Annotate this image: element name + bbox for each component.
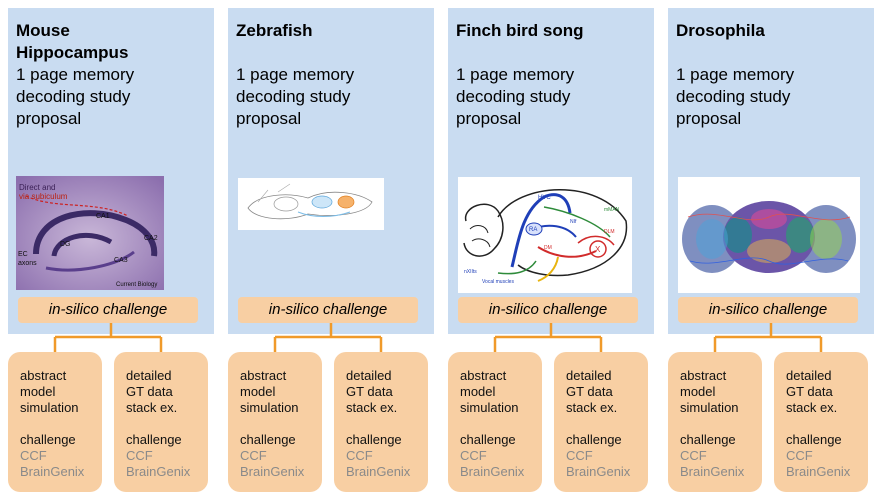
box-main-lines: detailed GT data stack ex. bbox=[126, 368, 178, 415]
in-silico-challenge-box: in-silico challenge bbox=[18, 297, 198, 323]
box-challenge-label: challenge bbox=[566, 432, 622, 447]
panel-finch-bird-song: Finch bird song 1 page memory decoding s… bbox=[448, 8, 654, 334]
hippocampus-histology-image: Direct and via subiculum CA1 CA2 DG EC a… bbox=[16, 176, 164, 290]
abstract-model-box: abstract model simulation challenge CCF … bbox=[448, 352, 542, 492]
panel-description: 1 page memory decoding study proposal bbox=[236, 65, 355, 128]
hippo-label-direct: Direct and bbox=[19, 183, 55, 192]
box-challenge-label: challenge bbox=[240, 432, 296, 447]
connector-finch bbox=[493, 323, 603, 353]
panel-description: 1 page memory decoding study proposal bbox=[16, 65, 135, 128]
panel-description: 1 page memory decoding study proposal bbox=[456, 65, 575, 128]
detailed-gt-box: detailed GT data stack ex. challenge CCF… bbox=[334, 352, 428, 492]
hippo-label-ca3: CA3 bbox=[114, 257, 128, 264]
zebrafish-brain-diagram-image bbox=[238, 178, 384, 230]
connector-group bbox=[53, 323, 823, 353]
hippo-label-journal: Current Biology bbox=[116, 282, 157, 288]
panel-mouse-hippocampus: Mouse Hippocampus 1 page memory decoding… bbox=[8, 8, 214, 334]
box-main-lines: abstract model simulation bbox=[680, 368, 739, 415]
bird-label-nif: NIf bbox=[570, 219, 577, 225]
hippo-label-ec: EC bbox=[18, 251, 28, 258]
songbird-brain-circuit-image: HVC RA NIf mMAN DLM X DM nXIIts Vocal mu… bbox=[458, 177, 632, 293]
detailed-gt-box: detailed GT data stack ex. challenge CCF… bbox=[114, 352, 208, 492]
box-main-lines: detailed GT data stack ex. bbox=[346, 368, 398, 415]
hippo-label-subiculum: via subiculum bbox=[19, 192, 68, 201]
box-braingenix-label: BrainGenix bbox=[20, 464, 85, 479]
box-main-lines: abstract model simulation bbox=[460, 368, 519, 415]
box-braingenix-label: BrainGenix bbox=[460, 464, 525, 479]
panel-title: Finch bird song bbox=[456, 21, 584, 40]
panel-description: 1 page memory decoding study proposal bbox=[676, 65, 795, 128]
in-silico-challenge-box: in-silico challenge bbox=[458, 297, 638, 323]
zebrafish-svg bbox=[238, 178, 384, 230]
box-braingenix-label: BrainGenix bbox=[240, 464, 305, 479]
panel-drosophila: Drosophila 1 page memory decoding study … bbox=[668, 8, 874, 334]
connector-zebrafish bbox=[273, 323, 383, 353]
box-ccf-label: CCF bbox=[240, 448, 267, 463]
box-main-lines: detailed GT data stack ex. bbox=[786, 368, 838, 415]
box-ccf-label: CCF bbox=[786, 448, 813, 463]
box-ccf-label: CCF bbox=[566, 448, 593, 463]
box-challenge-label: challenge bbox=[786, 432, 842, 447]
box-braingenix-label: BrainGenix bbox=[346, 464, 411, 479]
bird-label-hvc: HVC bbox=[538, 195, 551, 201]
bird-label-dlm: DLM bbox=[604, 229, 615, 235]
abstract-model-box: abstract model simulation challenge CCF … bbox=[228, 352, 322, 492]
box-main-lines: abstract model simulation bbox=[240, 368, 299, 415]
box-braingenix-label: BrainGenix bbox=[680, 464, 745, 479]
bird-label-ra: RA bbox=[529, 227, 537, 233]
box-main-lines: abstract model simulation bbox=[20, 368, 79, 415]
detailed-gt-box: detailed GT data stack ex. challenge CCF… bbox=[774, 352, 868, 492]
box-challenge-label: challenge bbox=[20, 432, 76, 447]
panel-title: Drosophila bbox=[676, 21, 765, 40]
panel-zebrafish: Zebrafish 1 page memory decoding study p… bbox=[228, 8, 434, 334]
box-challenge-label: challenge bbox=[460, 432, 516, 447]
drosophila-svg bbox=[678, 177, 860, 293]
connector-lines bbox=[53, 323, 823, 353]
drosophila-connectome-image bbox=[678, 177, 860, 293]
box-challenge-label: challenge bbox=[346, 432, 402, 447]
box-braingenix-label: BrainGenix bbox=[786, 464, 851, 479]
hippo-label-dg: DG bbox=[60, 241, 71, 248]
box-challenge-label: challenge bbox=[680, 432, 736, 447]
box-braingenix-label: BrainGenix bbox=[126, 464, 191, 479]
songbird-svg: HVC RA NIf mMAN DLM X DM nXIIts Vocal mu… bbox=[458, 177, 632, 293]
box-ccf-label: CCF bbox=[20, 448, 47, 463]
bird-label-dm: DM bbox=[544, 245, 552, 251]
hippocampus-svg: Direct and via subiculum CA1 CA2 DG EC a… bbox=[16, 176, 164, 290]
box-braingenix-label: BrainGenix bbox=[566, 464, 631, 479]
in-silico-challenge-box: in-silico challenge bbox=[238, 297, 418, 323]
hippo-label-ca2: CA2 bbox=[144, 235, 158, 242]
box-main-lines: detailed GT data stack ex. bbox=[566, 368, 618, 415]
bird-label-nxiits: nXIIts bbox=[464, 269, 477, 275]
bird-label-vocal-muscles: Vocal muscles bbox=[482, 279, 514, 285]
abstract-model-box: abstract model simulation challenge CCF … bbox=[8, 352, 102, 492]
connector-drosophila bbox=[713, 323, 823, 353]
panel-title: Mouse Hippocampus bbox=[16, 21, 129, 62]
in-silico-challenge-box: in-silico challenge bbox=[678, 297, 858, 323]
box-ccf-label: CCF bbox=[346, 448, 373, 463]
bird-label-mman: mMAN bbox=[604, 207, 620, 213]
hippo-label-axons: axons bbox=[18, 260, 37, 267]
box-ccf-label: CCF bbox=[126, 448, 153, 463]
box-ccf-label: CCF bbox=[460, 448, 487, 463]
box-ccf-label: CCF bbox=[680, 448, 707, 463]
hippo-label-ca1: CA1 bbox=[96, 213, 110, 220]
connector-mouse bbox=[53, 323, 163, 353]
abstract-model-box: abstract model simulation challenge CCF … bbox=[668, 352, 762, 492]
box-challenge-label: challenge bbox=[126, 432, 182, 447]
panel-title: Zebrafish bbox=[236, 21, 313, 40]
bird-label-x: X bbox=[595, 245, 601, 254]
detailed-gt-box: detailed GT data stack ex. challenge CCF… bbox=[554, 352, 648, 492]
